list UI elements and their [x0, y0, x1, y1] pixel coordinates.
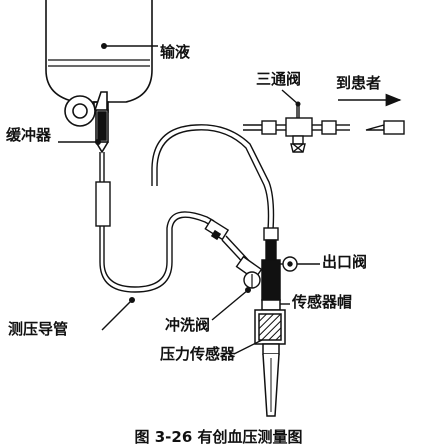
tube-connector [204, 218, 230, 241]
infusion-pointer [101, 43, 158, 49]
pressure-tube [99, 211, 215, 293]
label-three-way-valve: 三通阀 [256, 70, 302, 88]
buffer-chamber [64, 91, 109, 154]
label-to-patient: 到患者 [336, 74, 382, 92]
figure-caption: 图 3-26 有创血压测量图 [134, 428, 303, 446]
infusion-bag [45, 0, 153, 113]
label-buffer: 缓冲器 [6, 126, 52, 144]
flush-valve-pointer [211, 287, 251, 321]
pressure-tube-pointer [101, 297, 135, 331]
three-way-valve-pointer [281, 89, 301, 107]
label-flush-valve: 冲洗阀 [165, 316, 211, 334]
label-sensor-cap: 传感器帽 [292, 293, 353, 311]
label-pressure-tube: 测压导管 [8, 320, 69, 338]
patient-line [151, 124, 275, 231]
flush-valve [221, 235, 263, 289]
three-way-valve [243, 104, 350, 153]
pressure-sensor-body [254, 259, 286, 417]
drip-line [95, 152, 111, 240]
sensor-top-connector [263, 227, 279, 261]
buffer-pointer [58, 139, 101, 145]
label-fluid: 输液 [160, 43, 191, 61]
pressure-sensor-pointer [233, 339, 263, 355]
label-outlet-valve: 出口阀 [322, 253, 368, 271]
patient-catheter [365, 120, 405, 135]
label-pressure-sensor: 压力传感器 [160, 345, 236, 363]
